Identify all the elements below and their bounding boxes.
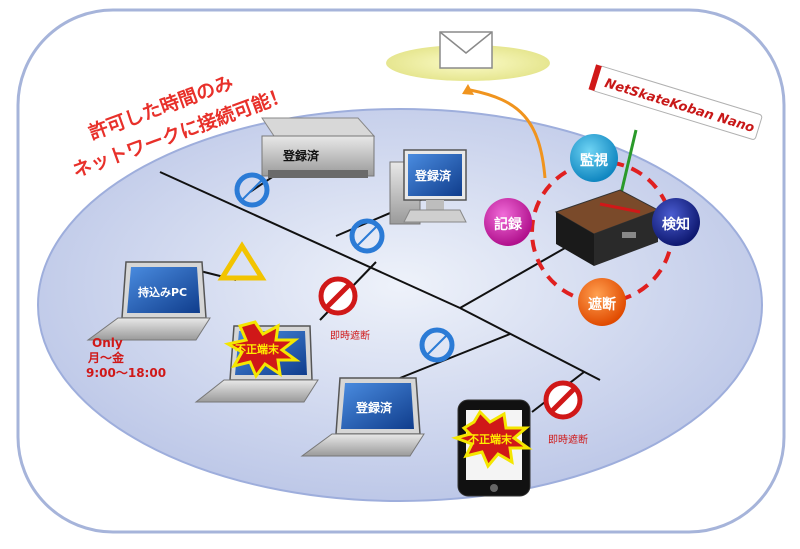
printer-label: 登録済 (282, 148, 320, 163)
record-label: 記録 (494, 216, 523, 233)
monitor-function-badge: 監視 (570, 134, 618, 182)
block-note-1: 即時遮断 (330, 329, 370, 342)
laptop-carryin-label: 持込みPC (138, 285, 187, 299)
detect-label: 検知 (662, 216, 690, 233)
laptop-registered-label: 登録済 (355, 400, 393, 415)
block-function-badge: 遮断 (578, 278, 626, 326)
block-note-2: 即時遮断 (548, 433, 588, 446)
smartphone-unauthorized-device: 不正端末 (456, 400, 530, 496)
schedule-line2: 月～金 (87, 350, 125, 365)
schedule-line1: Only (92, 336, 123, 350)
printer-device: 登録済 (262, 118, 374, 178)
detect-function-badge: 検知 (652, 198, 700, 246)
unauthorized-label-2: 不正端末 (468, 432, 513, 446)
envelope-icon (440, 32, 492, 68)
no-entry-icon (321, 279, 355, 313)
record-function-badge: 記録 (484, 198, 532, 246)
block-label: 遮断 (588, 296, 616, 313)
unauthorized-label-1: 不正端末 (235, 342, 280, 356)
schedule-line3: 9:00～18:00 (86, 366, 166, 380)
monitor-label: 監視 (580, 152, 608, 169)
no-entry-icon (546, 383, 580, 417)
desktop-label: 登録済 (414, 168, 452, 183)
